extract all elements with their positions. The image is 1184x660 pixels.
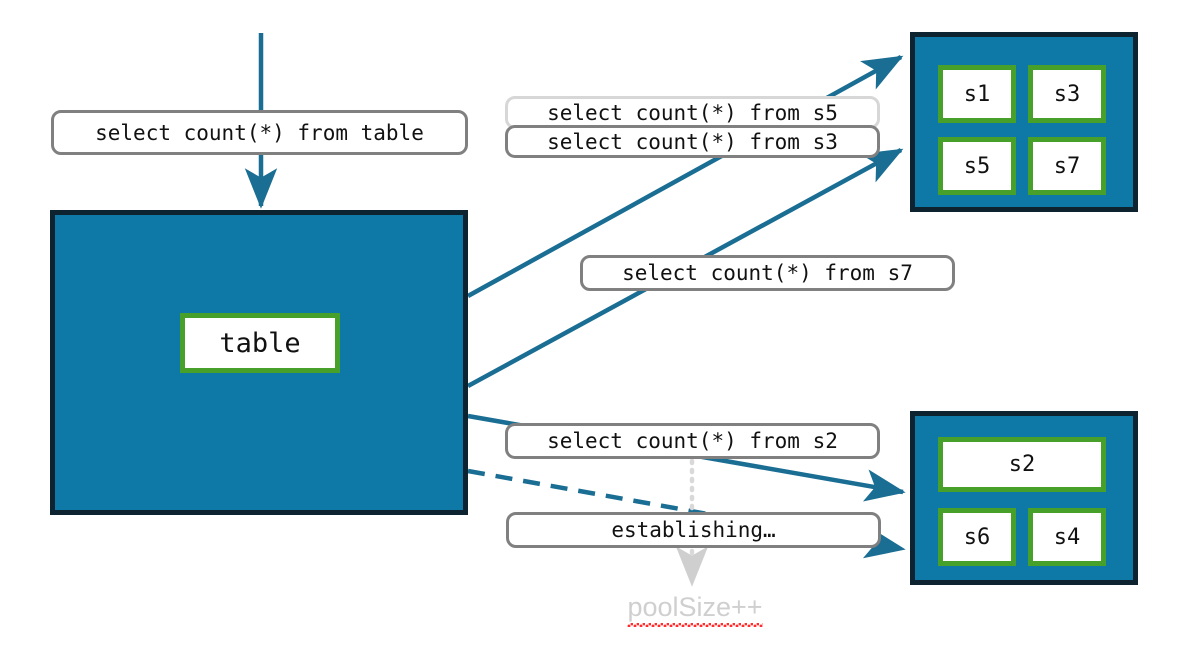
annotation-poolsize-text: poolSize++ (627, 592, 763, 627)
label-query-s5[interactable]: select count(*) from s5 (505, 96, 880, 129)
label-query-s7[interactable]: select count(*) from s7 (580, 255, 955, 291)
label-query-s2[interactable]: select count(*) from s2 (505, 423, 880, 459)
node-s4[interactable]: s4 (1028, 508, 1106, 566)
node-s2[interactable]: s2 (938, 437, 1106, 492)
label-query-table[interactable]: select count(*) from table (51, 110, 468, 155)
annotation-poolsize: poolSize++ (600, 592, 790, 627)
node-s6[interactable]: s6 (938, 508, 1016, 566)
node-s5[interactable]: s5 (938, 137, 1016, 195)
node-s3[interactable]: s3 (1028, 65, 1106, 123)
node-table[interactable]: table (180, 313, 340, 373)
label-query-s3[interactable]: select count(*) from s3 (505, 125, 880, 158)
node-s1[interactable]: s1 (938, 65, 1016, 123)
label-establishing[interactable]: establishing… (506, 512, 881, 548)
node-s7[interactable]: s7 (1028, 137, 1106, 195)
